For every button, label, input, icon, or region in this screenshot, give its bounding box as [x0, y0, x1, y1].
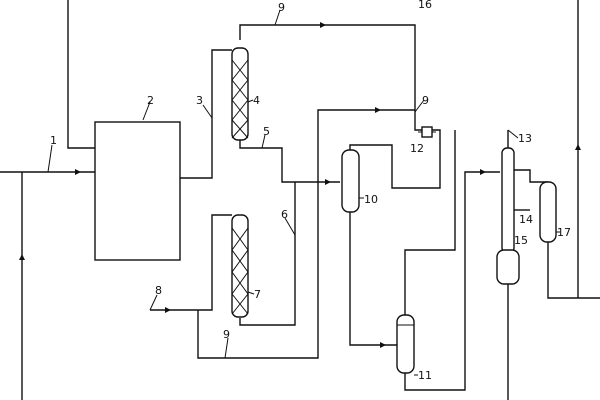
label-10: 10 [364, 193, 378, 206]
arrow-up-left [19, 254, 25, 260]
line-12-return [432, 129, 441, 145]
top-line-9 [239, 24, 416, 110]
reboiler-15 [496, 249, 520, 285]
label-17: 17 [557, 226, 571, 239]
equipment-labels: 1 2 3 4 5 6 7 8 9 9 9 10 11 12 13 14 15 … [50, 0, 571, 382]
arrow-to-11 [380, 342, 386, 348]
flow-arrows [19, 22, 581, 348]
reactor-7-shell [231, 214, 249, 318]
arrow-right-return [575, 144, 581, 150]
line-8 [150, 214, 232, 311]
line-6 [239, 182, 296, 326]
leader-5 [261, 134, 266, 149]
label-2: 2 [147, 94, 154, 107]
label-8: 8 [155, 284, 162, 297]
label-9-right: 9 [422, 94, 429, 107]
arrow-feed [75, 169, 81, 175]
line-to-17 [514, 169, 548, 183]
item-12 [418, 126, 436, 138]
label-11: 11 [418, 369, 432, 382]
arrow-line-5 [325, 179, 331, 185]
label-3: 3 [196, 94, 203, 107]
label-5: 5 [263, 125, 270, 138]
leader-1 [47, 144, 53, 173]
vessel-10-bottom [349, 208, 398, 346]
leader-8 [149, 294, 158, 311]
arrow-top-9 [320, 22, 326, 28]
label-13: 13 [518, 132, 532, 145]
line-5 [239, 140, 340, 183]
leader-4 [247, 99, 254, 103]
leader-6 [284, 217, 296, 236]
arrow-to-15 [480, 169, 486, 175]
label-1: 1 [50, 134, 57, 147]
label-9-bottom: 9 [223, 328, 230, 341]
vessel-17-out [547, 240, 600, 299]
reactor-7 [231, 214, 249, 318]
label-6: 6 [281, 208, 288, 221]
line-3 [180, 49, 232, 179]
leader-7 [247, 291, 255, 295]
label-16: 16 [418, 0, 432, 11]
column-13 [496, 147, 520, 285]
arrow-line-8 [165, 307, 171, 313]
leader-9a [274, 9, 281, 26]
column-13-shell [501, 147, 515, 254]
label-9-top: 9 [278, 1, 285, 14]
leader-3 [202, 104, 213, 119]
reactor-7-packing [231, 227, 249, 315]
top-inlet-line [67, 0, 95, 149]
reactor-4-shell [231, 47, 249, 141]
reactor-4 [231, 47, 249, 141]
bottom-line-9 [197, 109, 415, 359]
arrow-bottom-9 [375, 107, 381, 113]
vessel-10-overhead [349, 144, 441, 189]
vessel-11 [396, 314, 415, 374]
vessel-17 [539, 181, 557, 243]
reactor-4-packing [231, 59, 249, 139]
label-15: 15 [514, 234, 528, 247]
vessel-10 [341, 149, 360, 213]
leader-lines [47, 9, 560, 376]
line-to-11 [404, 130, 456, 318]
leader-9c [224, 337, 229, 359]
line-11-to-15 [404, 171, 500, 391]
unit-2-box [94, 121, 181, 261]
item-12-body [421, 126, 433, 138]
leader-2 [142, 101, 151, 121]
vessel-11-shell [396, 314, 415, 374]
label-12: 12 [410, 142, 424, 155]
leader-9b [414, 99, 425, 113]
leader-13 [507, 129, 519, 139]
label-14: 14 [519, 213, 533, 226]
label-7: 7 [254, 288, 261, 301]
label-4: 4 [253, 94, 260, 107]
